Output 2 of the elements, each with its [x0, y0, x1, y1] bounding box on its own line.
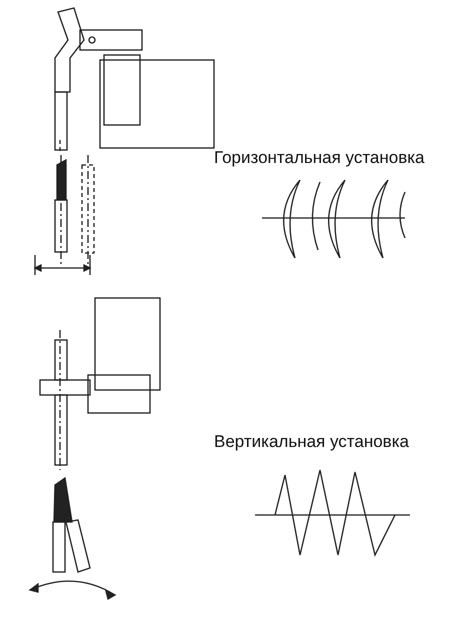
caption: Горизонтальная установка: [214, 148, 425, 168]
caption: Вертикальная установка: [214, 432, 409, 452]
